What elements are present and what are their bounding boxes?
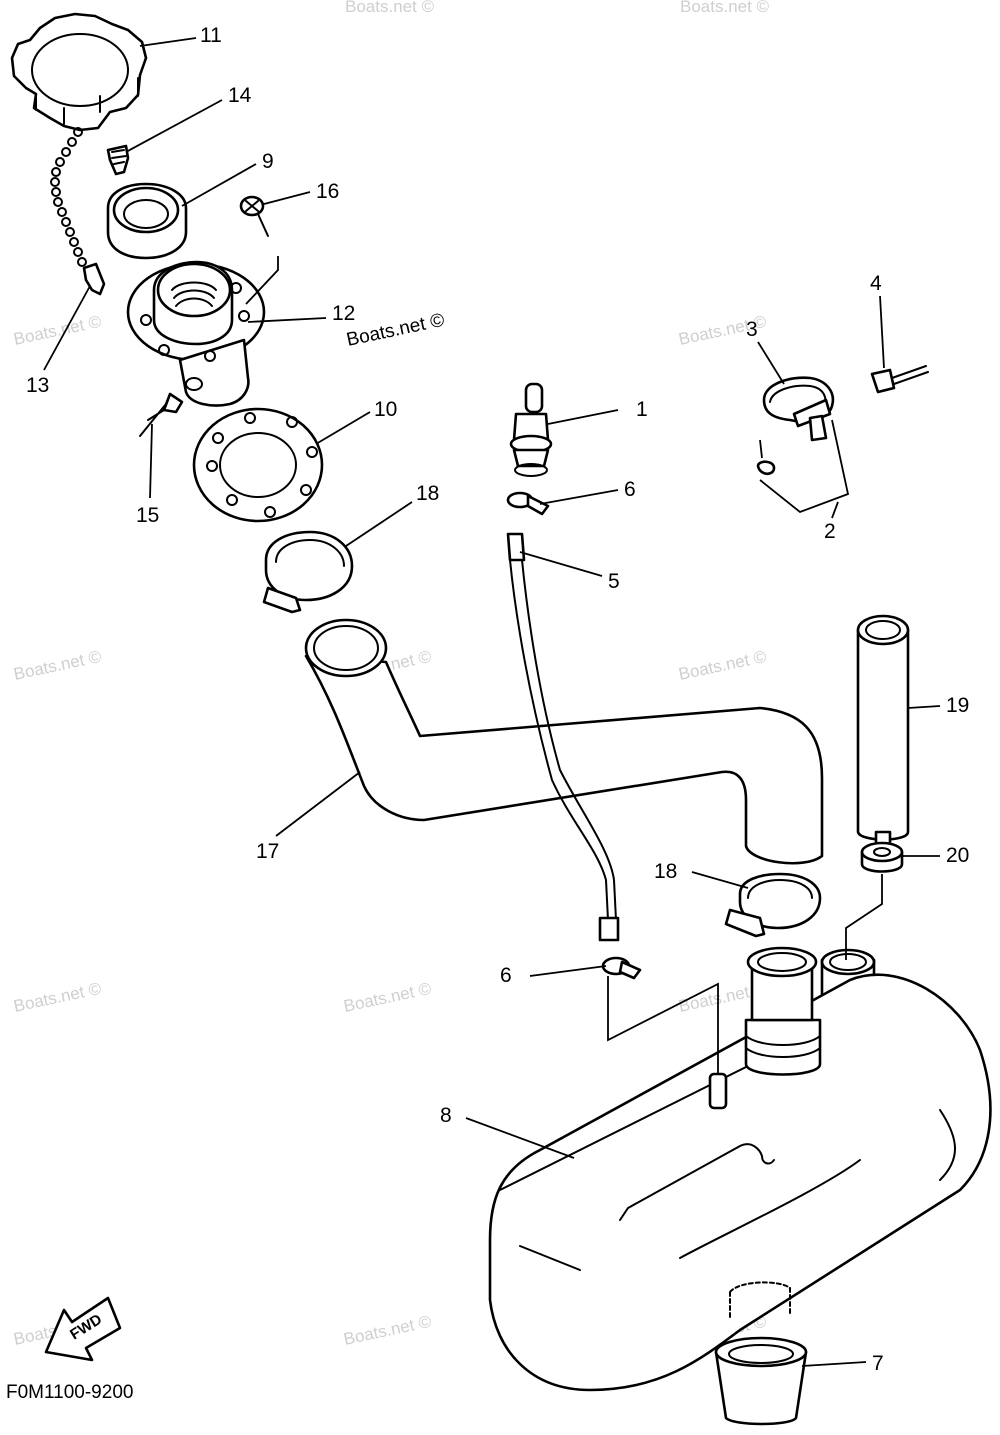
callout-3: 3 <box>746 318 758 341</box>
callout-14: 14 <box>228 84 252 107</box>
watermark: Boats.net © <box>12 979 104 1016</box>
part-clip <box>506 491 550 516</box>
part-filler-hose <box>304 618 824 865</box>
callout-1: 1 <box>636 398 648 421</box>
callout-4: 4 <box>870 272 882 295</box>
callout-2: 2 <box>824 520 836 543</box>
part-fuel-tank <box>488 973 992 1392</box>
part-tank-neck <box>744 946 822 1076</box>
callout-10: 10 <box>374 398 397 421</box>
callout-7: 7 <box>872 1352 884 1375</box>
callout-12: 12 <box>332 302 355 325</box>
watermark: Boats.net © <box>12 647 104 684</box>
part-vent-nipple <box>708 1072 728 1110</box>
watermark: Boats.net © <box>342 979 434 1016</box>
callout-19: 19 <box>946 694 969 717</box>
watermark: Boats.net © <box>342 1312 434 1349</box>
part-vent-hose <box>506 532 620 942</box>
callout-6: 6 <box>500 964 512 987</box>
callout-17: 17 <box>256 840 279 863</box>
callout-16: 16 <box>316 180 339 203</box>
watermark: Boats.net © <box>680 0 770 16</box>
callout-18: 18 <box>654 860 677 883</box>
part-screw <box>106 144 130 176</box>
callout-8: 8 <box>440 1104 452 1127</box>
connector-lines <box>245 256 883 1074</box>
part-screw <box>239 195 269 237</box>
part-strap-bracket <box>756 365 929 476</box>
part-gasket <box>192 407 324 523</box>
callout-numbers: 1 2 3 4 5 6 6 7 8 9 10 11 12 13 14 15 16… <box>26 24 969 1375</box>
part-grommet <box>106 182 188 260</box>
watermark: Boats.net © <box>345 0 435 16</box>
part-vent-fitting <box>509 382 553 477</box>
part-filler-neck <box>126 260 266 407</box>
callout-15: 15 <box>136 504 159 527</box>
callout-5: 5 <box>608 570 620 593</box>
callout-18: 18 <box>416 482 439 505</box>
part-hose-clamp <box>724 872 822 938</box>
part-hose-clamp <box>262 530 354 614</box>
part-pin <box>139 392 184 437</box>
figure-code: F0M1100-9200 <box>6 1382 133 1403</box>
leader-lines <box>43 37 941 1367</box>
part-chain <box>50 127 106 296</box>
callout-13: 13 <box>26 374 49 397</box>
watermark: Boats.net © <box>677 647 769 684</box>
part-clip <box>601 956 642 980</box>
fwd-arrow-icon: FWD <box>44 1296 122 1362</box>
part-gauge-tube <box>856 614 910 862</box>
callout-9: 9 <box>262 150 274 173</box>
copyright-label: Boats.net © <box>345 310 447 351</box>
callout-20: 20 <box>946 844 969 867</box>
callout-11: 11 <box>200 24 222 47</box>
callout-6: 6 <box>624 478 636 501</box>
part-filler-cap <box>10 12 148 132</box>
part-drain-cap <box>714 1336 808 1426</box>
part-washer <box>860 841 904 873</box>
